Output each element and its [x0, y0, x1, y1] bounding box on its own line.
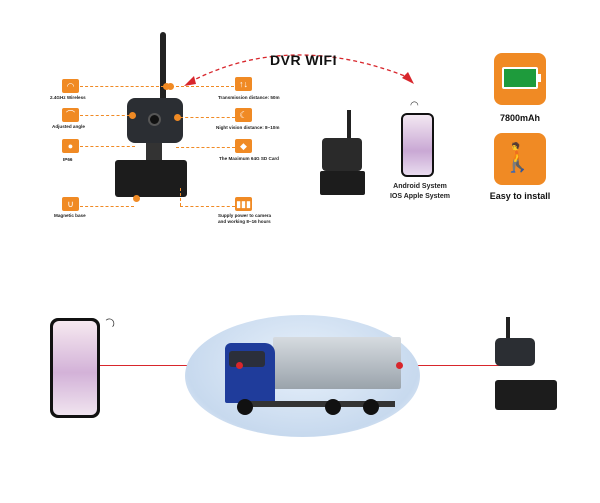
camera-antenna — [160, 32, 166, 102]
connector-line — [171, 86, 234, 87]
feature-label: IP66 — [63, 157, 73, 162]
connector-line — [176, 147, 235, 148]
camera-head — [495, 338, 535, 366]
camera-battery-base — [495, 380, 557, 410]
easy-install-tile: 🚶 — [494, 133, 546, 185]
dvr-wifi-title: DVR WIFI — [270, 52, 337, 68]
small-camera-antenna — [347, 110, 351, 140]
connection-dot — [396, 362, 403, 369]
connector-dot — [163, 83, 170, 90]
night-vision-icon: ☾ — [235, 108, 252, 122]
connector-line — [80, 206, 134, 207]
feature-label: Transmission distance: 50m — [218, 95, 280, 100]
feature-label: 2.4GHz Wireless — [50, 95, 86, 100]
feature-label: Night vision distance: 8~10m — [216, 125, 280, 130]
camera-battery-base — [115, 160, 187, 197]
battery-icon: ▮▮▮ — [235, 197, 252, 211]
wifi-icon: ◠ — [62, 79, 79, 93]
connector-line — [180, 206, 235, 207]
phone-caption: IOS Apple System — [389, 193, 451, 200]
camera-antenna — [506, 317, 510, 341]
feature-label: The Maximum 64G SD Card — [219, 156, 279, 161]
wifi-arc — [184, 54, 414, 86]
connector-line — [80, 86, 164, 87]
connector-line — [180, 117, 235, 118]
smartphone — [50, 318, 100, 418]
connector-line — [80, 115, 130, 116]
magnet-icon: ∪ — [62, 197, 79, 211]
wifi-signal-icon: ◠ — [100, 313, 120, 332]
connector-dot — [133, 195, 140, 202]
connector-dot — [129, 112, 136, 119]
truck-image — [185, 315, 420, 437]
feature-label: Magnetic base — [54, 213, 86, 218]
phone-caption: Android System — [393, 183, 447, 190]
connector-line — [180, 188, 181, 206]
feature-label: Supply power to camera — [218, 213, 272, 218]
battery-capacity-label: 7800mAh — [499, 113, 541, 123]
connector-dot — [174, 114, 181, 121]
angle-icon: ⌒ — [62, 108, 79, 122]
battery-capacity-tile — [494, 53, 546, 105]
connection-dot — [236, 362, 243, 369]
small-camera — [322, 138, 362, 171]
feature-label: Adjusted angle — [52, 124, 85, 129]
sd-card-icon: ◆ — [235, 139, 252, 153]
connector-line — [80, 146, 135, 147]
connector-dot — [167, 83, 174, 90]
camera-lens — [148, 113, 161, 126]
smartphone — [401, 113, 434, 177]
small-camera-base — [320, 171, 365, 195]
distance-icon: ↑↓ — [235, 77, 252, 91]
wifi-signal-icon: ◠ — [410, 100, 419, 111]
feature-label: and working 8~16 hours — [218, 219, 271, 224]
water-drop-icon: ● — [62, 139, 79, 153]
easy-install-label: Easy to install — [489, 191, 551, 201]
